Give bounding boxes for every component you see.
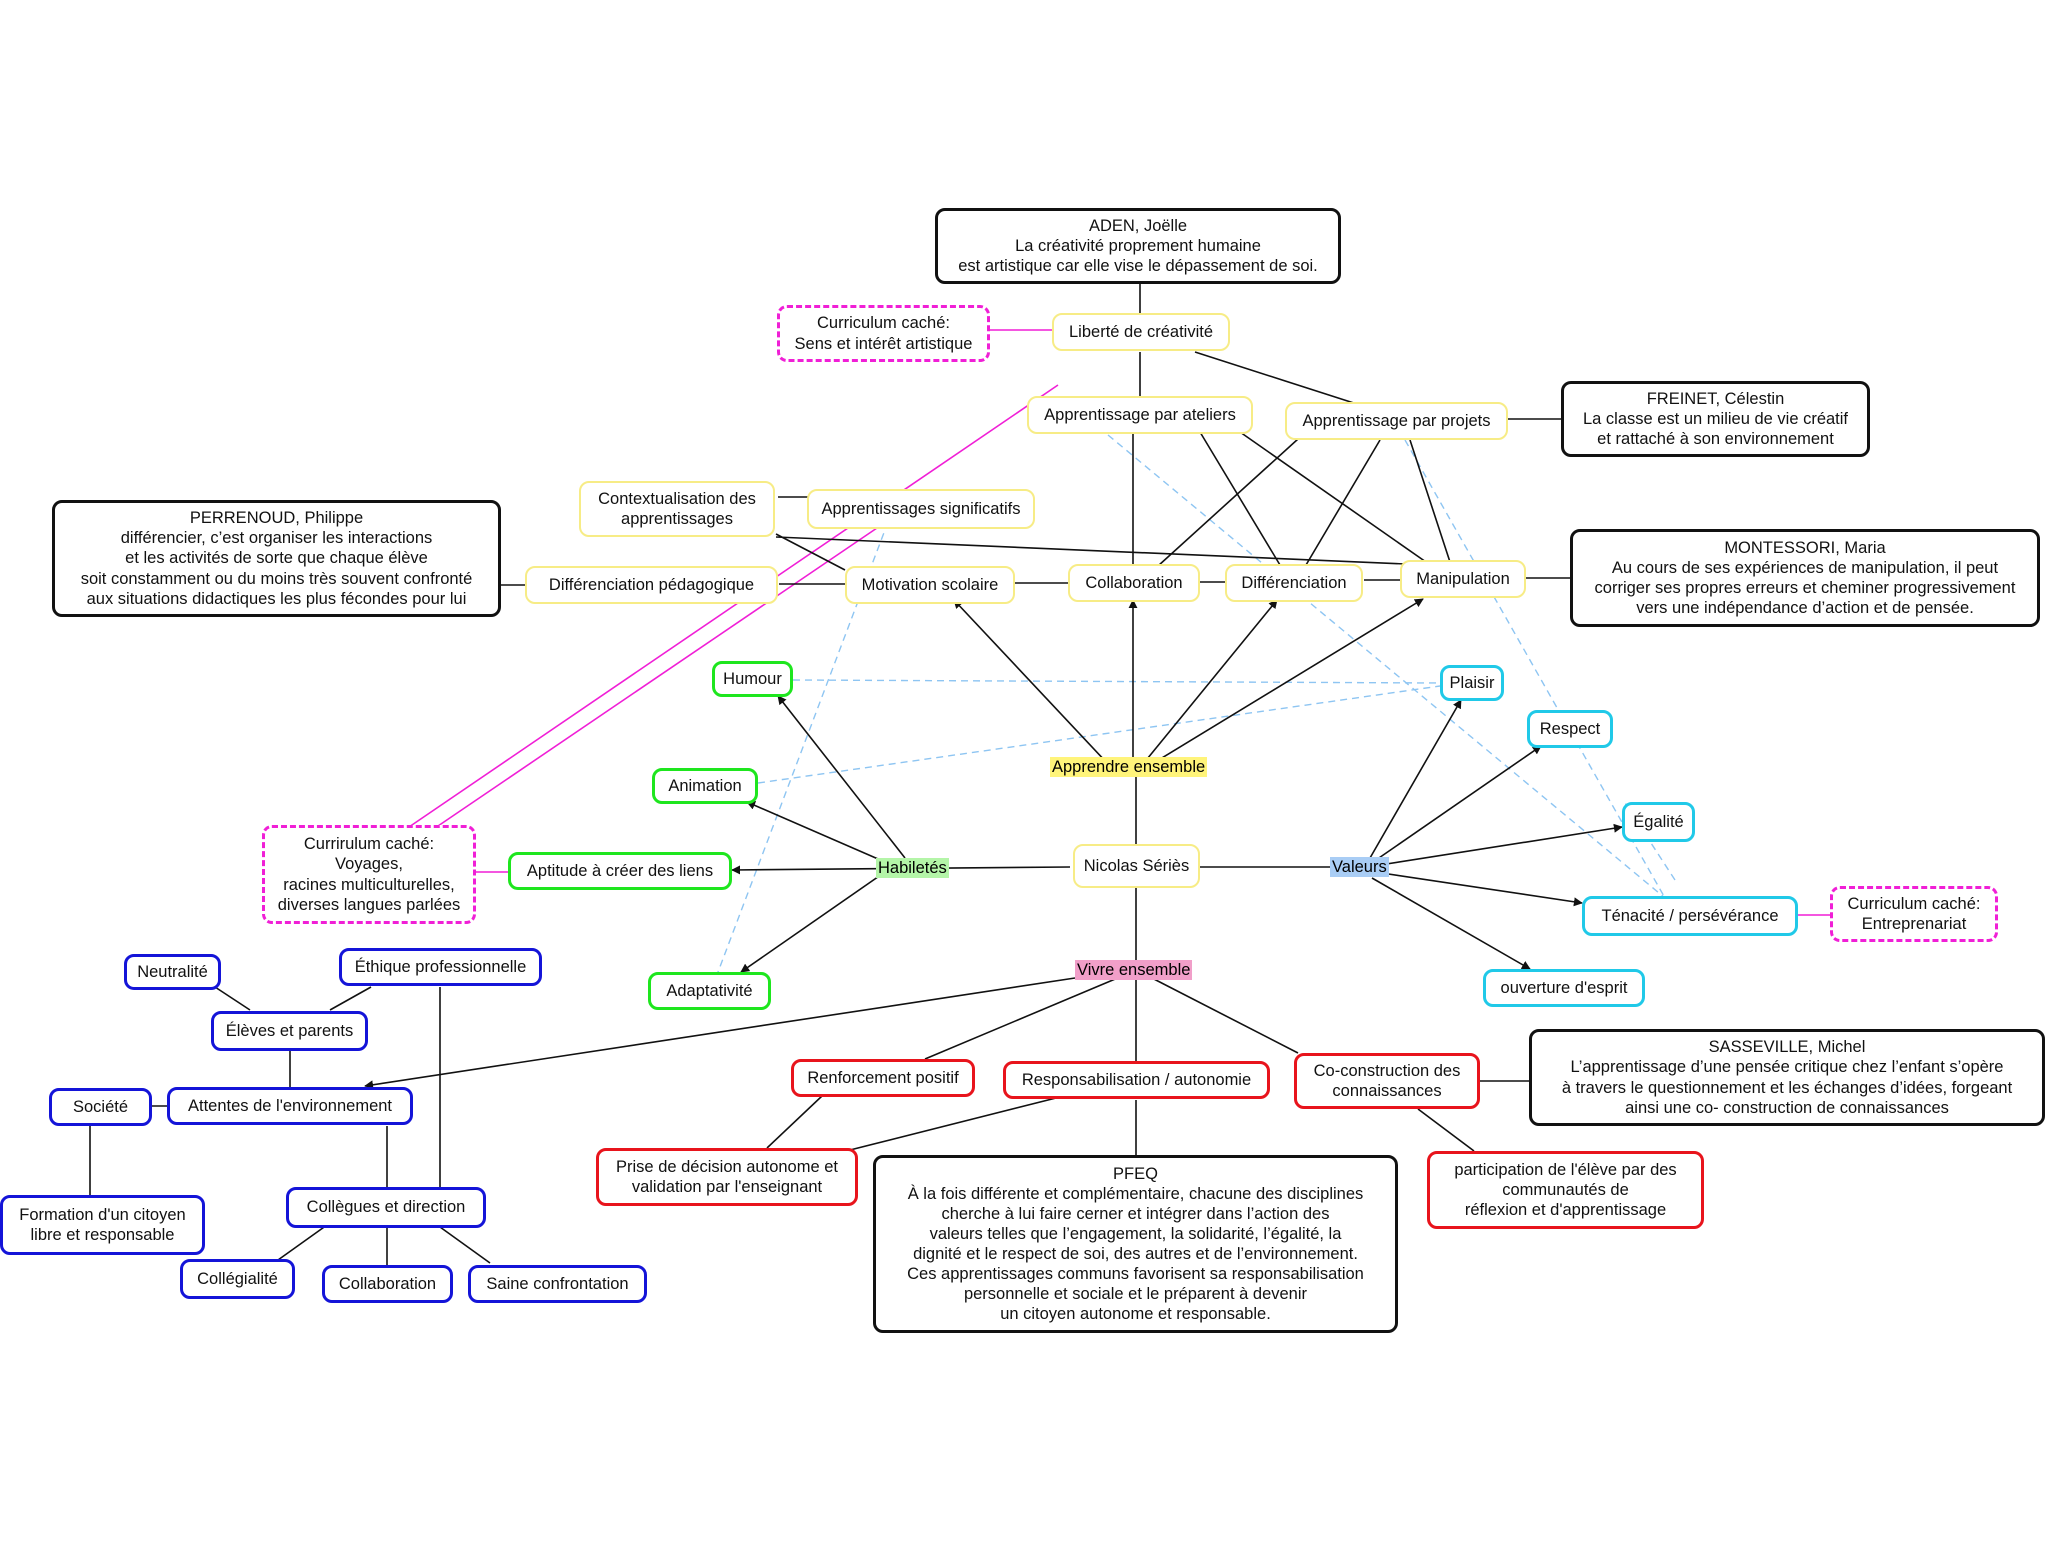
node-manipulation[interactable]: Manipulation: [1400, 560, 1526, 598]
node-differenciation-pedagogique[interactable]: Différenciation pédagogique: [525, 566, 778, 604]
ref-pfeq: PFEQ À la fois différente et complémenta…: [873, 1155, 1398, 1333]
node-apprentissage-ateliers[interactable]: Apprentissage par ateliers: [1027, 396, 1253, 434]
node-collegues-direction[interactable]: Collègues et direction: [286, 1187, 486, 1228]
hub-habiletes[interactable]: Habiletés: [876, 858, 949, 878]
curriculum-cache-voyages[interactable]: Currirulum caché: Voyages, racines multi…: [262, 825, 476, 924]
node-neutralite[interactable]: Neutralité: [124, 954, 221, 990]
node-differenciation[interactable]: Différenciation: [1225, 564, 1363, 602]
node-eleves-parents[interactable]: Élèves et parents: [211, 1011, 368, 1051]
ref-sasseville: SASSEVILLE, Michel L’apprentissage d’une…: [1529, 1029, 2045, 1126]
node-participation-eleve[interactable]: participation de l'élève par des communa…: [1427, 1151, 1704, 1229]
node-ethique-professionnelle[interactable]: Éthique professionnelle: [339, 948, 542, 986]
node-humour[interactable]: Humour: [712, 661, 793, 697]
node-apprentissage-projets[interactable]: Apprentissage par projets: [1285, 402, 1508, 440]
node-collaboration[interactable]: Collaboration: [1068, 564, 1200, 602]
node-tenacite-perseverance[interactable]: Ténacité / persévérance: [1582, 896, 1798, 936]
node-co-construction[interactable]: Co-construction des connaissances: [1294, 1053, 1480, 1109]
node-apprentissages-significatifs[interactable]: Apprentissages significatifs: [807, 489, 1035, 529]
curriculum-cache-entrepreneuriat[interactable]: Curriculum caché: Entreprenariat: [1830, 886, 1998, 942]
node-collaboration-collegues[interactable]: Collaboration: [322, 1265, 453, 1303]
node-collegialite[interactable]: Collégialité: [180, 1259, 295, 1299]
hub-vivre-ensemble[interactable]: Vivre ensemble: [1075, 960, 1193, 980]
center-node[interactable]: Nicolas Sériès: [1073, 844, 1200, 888]
node-motivation-scolaire[interactable]: Motivation scolaire: [845, 566, 1015, 604]
node-liberte-creativite[interactable]: Liberté de créativité: [1052, 313, 1230, 351]
node-responsabilisation-autonomie[interactable]: Responsabilisation / autonomie: [1003, 1061, 1270, 1099]
ref-freinet: FREINET, Célestin La classe est un milie…: [1561, 381, 1870, 457]
node-adaptativite[interactable]: Adaptativité: [648, 972, 771, 1010]
node-prise-decision[interactable]: Prise de décision autonome et validation…: [596, 1148, 858, 1206]
node-ouverture-esprit[interactable]: ouverture d'esprit: [1483, 969, 1645, 1007]
hub-valeurs[interactable]: Valeurs: [1330, 857, 1389, 877]
node-societe[interactable]: Société: [49, 1088, 152, 1126]
node-renforcement-positif[interactable]: Renforcement positif: [791, 1059, 975, 1097]
node-contextualisation[interactable]: Contextualisation des apprentissages: [579, 481, 775, 537]
node-aptitude-liens[interactable]: Aptitude à créer des liens: [508, 852, 732, 890]
ref-montessori: MONTESSORI, Maria Au cours de ses expéri…: [1570, 529, 2040, 627]
ref-perrenoud: PERRENOUD, Philippe différencier, c’est …: [52, 500, 501, 617]
node-plaisir[interactable]: Plaisir: [1440, 665, 1504, 701]
ref-aden: ADEN, Joëlle La créativité proprement hu…: [935, 208, 1341, 284]
node-formation-citoyen[interactable]: Formation d'un citoyen libre et responsa…: [0, 1195, 205, 1255]
node-animation[interactable]: Animation: [652, 768, 758, 804]
node-egalite[interactable]: Égalité: [1622, 802, 1695, 842]
node-respect[interactable]: Respect: [1527, 710, 1613, 748]
node-attentes-environnement[interactable]: Attentes de l'environnement: [167, 1087, 413, 1125]
hub-apprendre-ensemble[interactable]: Apprendre ensemble: [1050, 757, 1208, 777]
curriculum-cache-artistique[interactable]: Curriculum caché: Sens et intérêt artist…: [777, 305, 990, 362]
node-saine-confrontation[interactable]: Saine confrontation: [468, 1265, 647, 1303]
